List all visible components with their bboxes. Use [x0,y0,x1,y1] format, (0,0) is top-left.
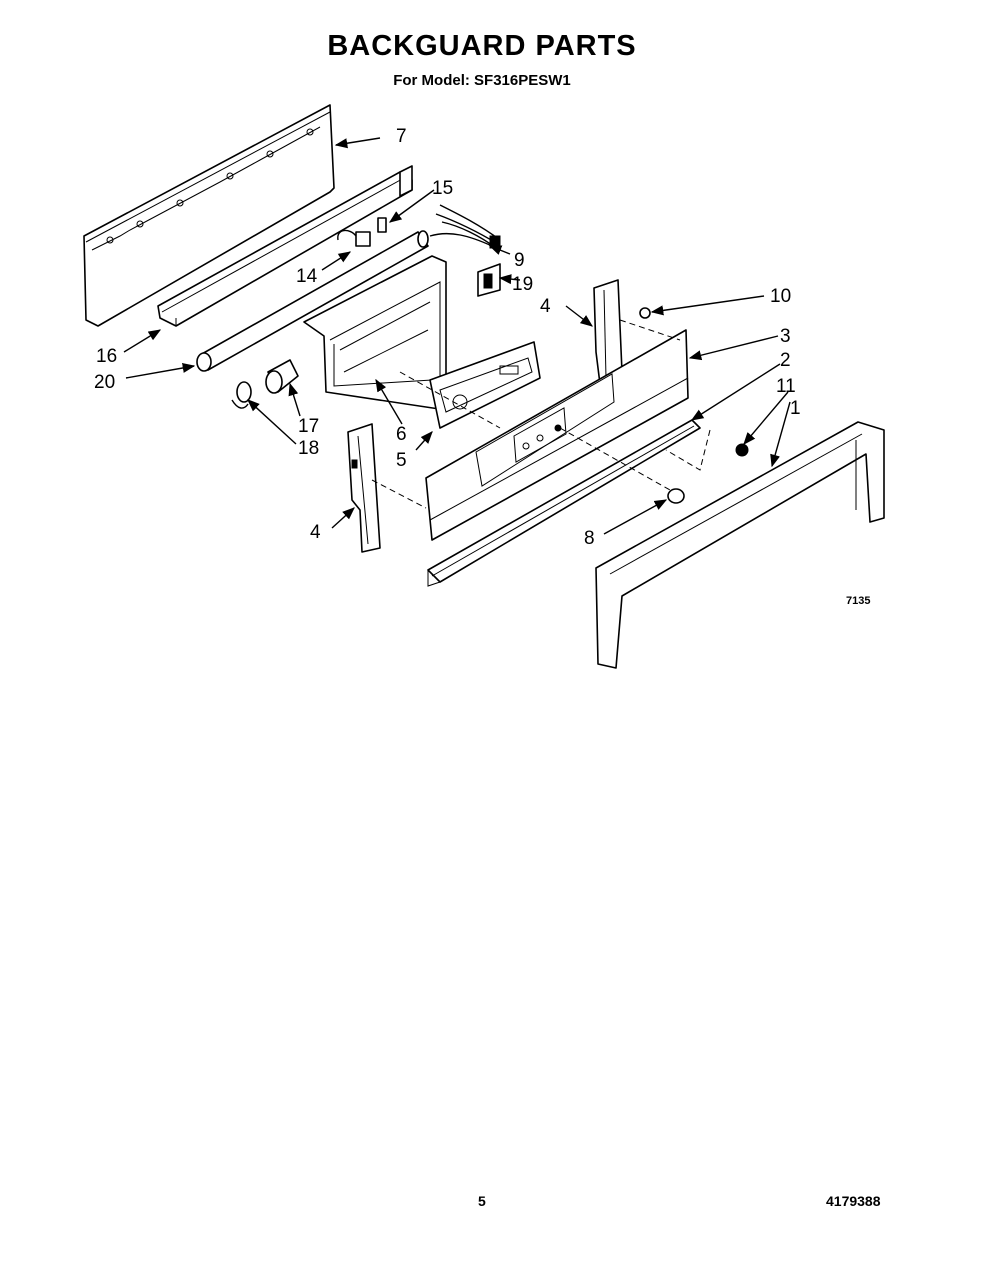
document-number: 4179388 [826,1193,881,1209]
figure-code: 7135 [846,595,870,607]
model-subtitle: For Model: SF316PESW1 [393,72,571,89]
callout-11: 11 [776,376,796,397]
page-title: BACKGUARD PARTS [327,30,637,62]
part-17-lamp-socket [265,359,299,394]
callout-19: 19 [512,274,533,295]
callout-18: 18 [298,438,319,459]
callout-labels: 7 15 14 9 19 10 4 3 2 11 1 16 20 17 18 6… [94,126,870,607]
part-10-screw [639,307,651,319]
part-5-control-module [429,341,541,429]
part-20-light-tube [196,230,429,372]
part-19-switch [477,263,501,297]
part-18-washer [231,381,252,409]
callout-16: 16 [96,346,117,367]
part-6-control-housing [303,255,447,411]
part-4-end-cap-left [347,423,381,553]
callout-2: 2 [780,350,791,371]
callout-20: 20 [94,372,115,393]
callout-15: 15 [432,178,453,199]
assembly-lines [371,319,711,509]
callout-1: 1 [790,398,801,419]
callout-14: 14 [296,266,318,287]
part-8-knob [667,488,685,504]
backguard-exploded-diagram: 7 15 14 9 19 10 4 3 2 11 1 16 20 17 18 6… [83,104,885,669]
part-2-trim-strip [427,419,701,587]
callout-3: 3 [780,326,791,347]
callout-6: 6 [396,424,407,445]
callout-4-right: 4 [540,296,551,317]
part-14-lamp-holder [337,229,371,247]
part-16-channel-bracket [157,165,413,327]
callout-leaders [123,137,791,535]
callout-17: 17 [298,416,319,437]
callout-7: 7 [396,126,407,147]
part-3-backguard-panel [425,329,689,541]
callout-8: 8 [584,528,595,549]
part-9-wire-harness [429,204,501,249]
callout-10: 10 [770,286,791,307]
page-number: 5 [478,1193,486,1209]
part-1-top-cap [595,421,885,669]
callout-5: 5 [396,450,407,471]
part-7-rear-shield [83,104,335,327]
callout-4-left: 4 [310,522,321,543]
part-11-screw [735,443,749,457]
callout-9: 9 [514,250,525,271]
part-15-clip [377,217,387,233]
